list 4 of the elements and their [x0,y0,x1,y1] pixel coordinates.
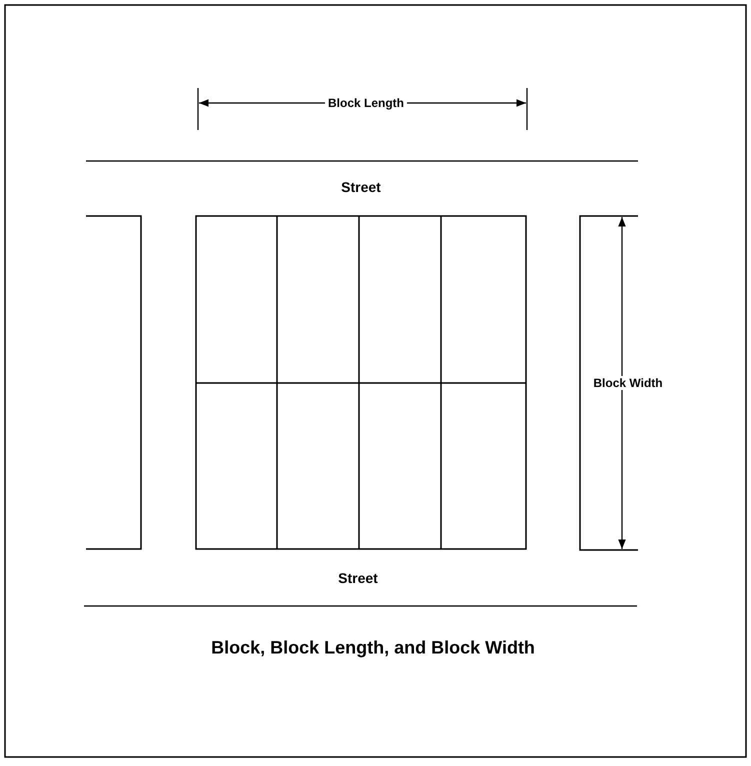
caption: Block, Block Length, and Block Width [211,638,535,658]
street-label: Street [338,570,378,586]
dimension-label: Block Length [325,96,407,110]
street-label: Street [341,179,381,195]
